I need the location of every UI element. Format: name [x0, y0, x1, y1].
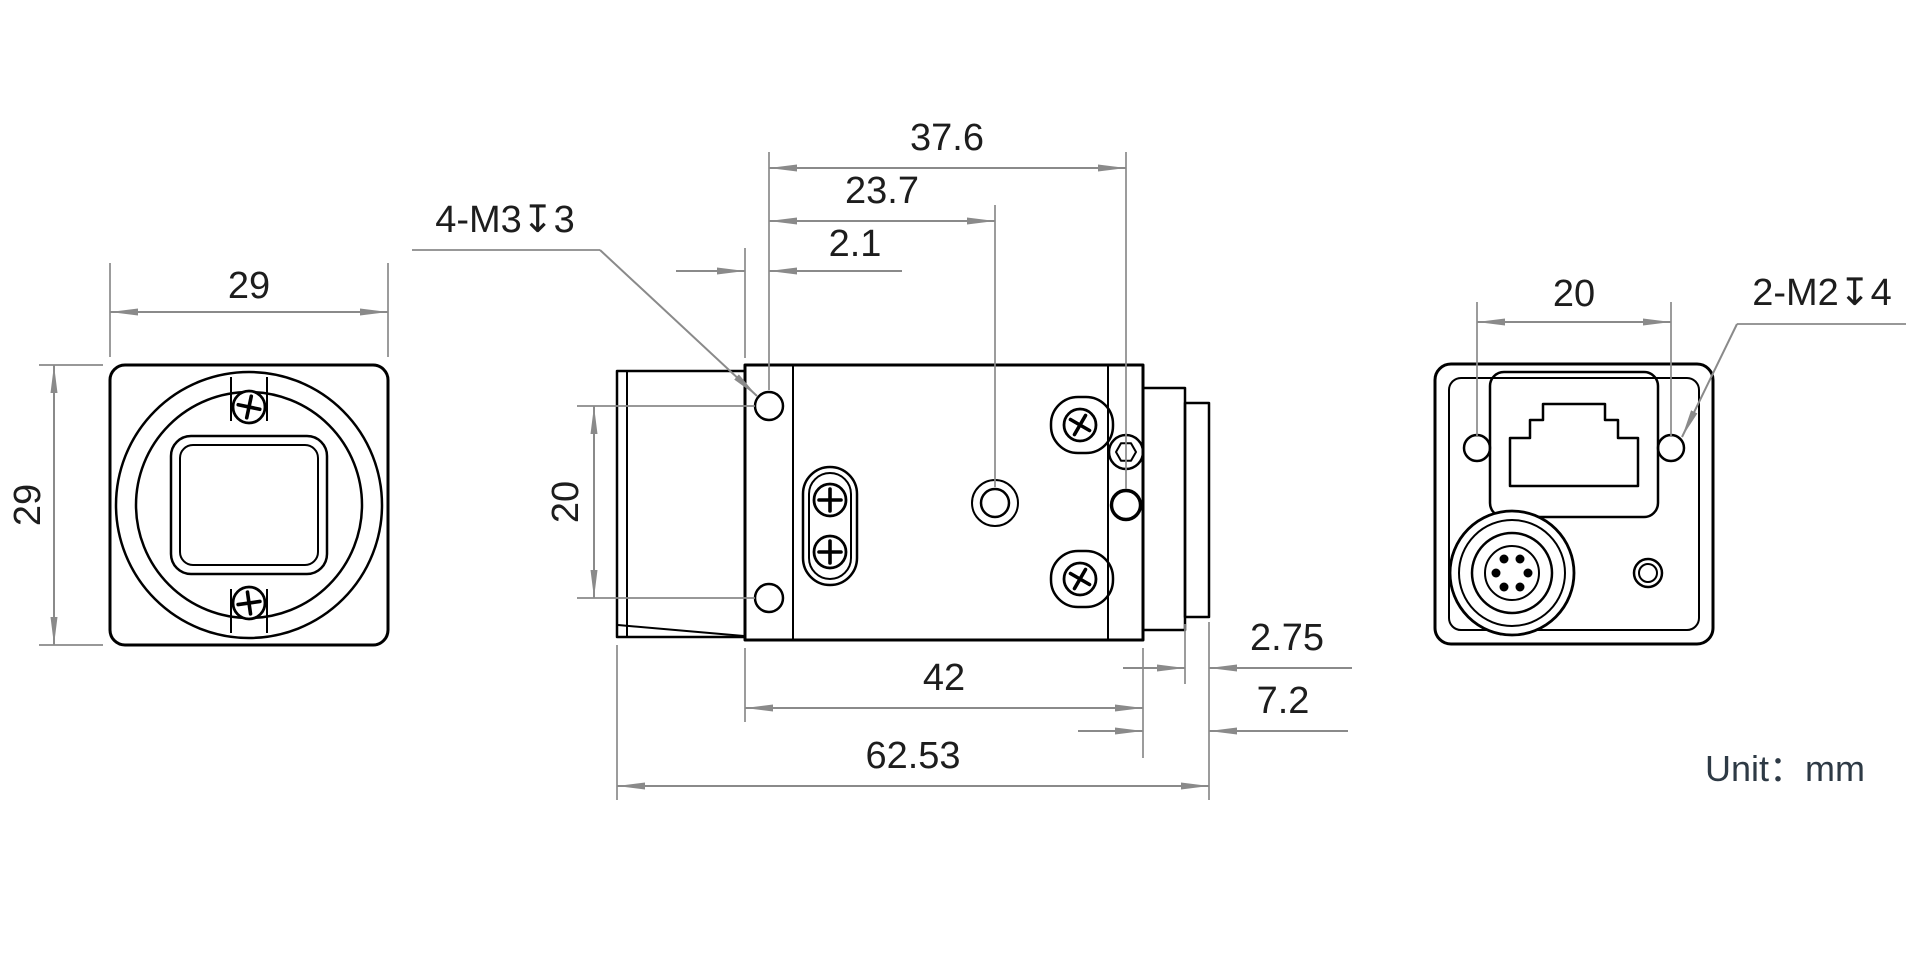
- dim-20-side-label: 20: [545, 481, 587, 523]
- dim-2-1-label: 2.1: [829, 223, 882, 265]
- unit-note: Unit：mm: [1705, 748, 1865, 789]
- m2-hole-left: [1462, 433, 1492, 463]
- rear-callout-leader: [1681, 323, 1738, 438]
- side-body-outline: [743, 363, 1145, 642]
- phillips-screw-icon: [236, 394, 262, 420]
- dim-7-2-label: 7.2: [1257, 680, 1310, 722]
- rear-screw-plate-bottom: [1049, 549, 1115, 609]
- m3-hole-bottom: [753, 582, 785, 614]
- m3-hole-top: [753, 390, 785, 422]
- side-view: 37.6 23.7 2.1 4-M3↧3 20 42 2.75 7.2: [412, 117, 1352, 800]
- phillips-screw-icon: [1068, 413, 1092, 437]
- dim-2-75-label: 2.75: [1250, 617, 1324, 659]
- thread-callout-side-label: 4-M3↧3: [435, 199, 575, 241]
- lens-mount-outer-ring: [114, 370, 384, 640]
- center-hole: [979, 487, 1011, 519]
- rear-connector-block: [1141, 386, 1187, 632]
- sensor-window-inner: [179, 444, 319, 566]
- phillips-screw-icon: [1068, 567, 1092, 591]
- rear-plate-contour: [1448, 377, 1700, 631]
- front-screw-plate: [801, 465, 859, 587]
- front-height-label: 29: [7, 484, 49, 526]
- sensor-window-outer: [169, 434, 329, 576]
- led-indicator-hole: [1632, 557, 1664, 589]
- rear-connector-cap: [1183, 401, 1211, 619]
- m2-hole-right: [1656, 433, 1686, 463]
- rj45-port: [1508, 402, 1640, 488]
- phillips-screw-icon: [236, 590, 262, 616]
- hex-socket-icon: [1115, 442, 1137, 462]
- dim-42-label: 42: [923, 657, 965, 699]
- front-view: 29 29: [7, 263, 390, 647]
- power-io-connector: [1448, 509, 1576, 637]
- rear-flange-hole: [1109, 488, 1143, 522]
- phillips-screw-icon: [817, 539, 843, 565]
- front-width-label: 29: [228, 265, 270, 307]
- dim-20-rear-label: 20: [1553, 273, 1595, 315]
- thread-callout-rear-label: 2-M2↧4: [1752, 272, 1892, 314]
- rear-view: 20 2-M2↧4: [1433, 272, 1906, 646]
- lens-barrel: [615, 369, 747, 639]
- rear-screw-plate-top: [1049, 395, 1115, 455]
- dim-37-6-label: 37.6: [910, 117, 984, 159]
- phillips-screw-icon: [817, 487, 843, 513]
- front-body-outline: [108, 363, 390, 647]
- rj45-recess: [1488, 370, 1660, 519]
- dim-23-7-label: 23.7: [845, 170, 919, 212]
- thread-callout-leader: [599, 249, 758, 397]
- rear-body-outline: [1433, 362, 1715, 646]
- dim-62-53-label: 62.53: [865, 735, 960, 777]
